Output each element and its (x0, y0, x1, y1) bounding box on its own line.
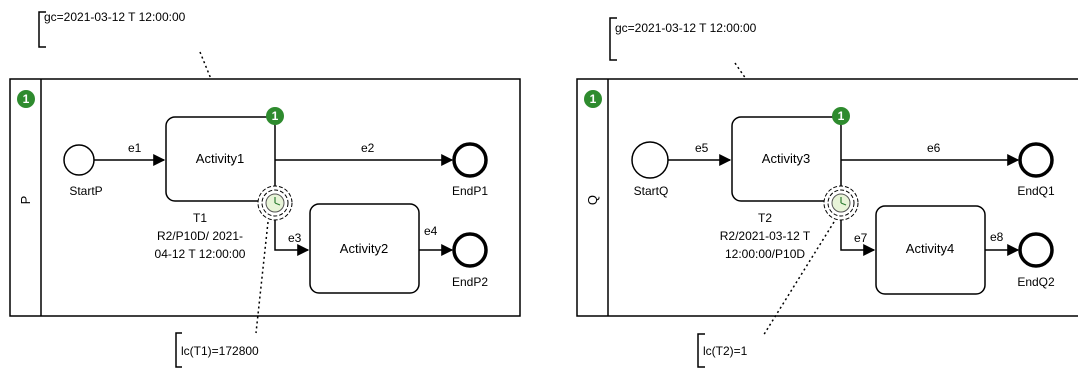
start-event-q-label: StartQ (634, 184, 669, 198)
activity-2[interactable] (309, 203, 420, 294)
start-event-q[interactable] (631, 141, 669, 179)
activity-3-label: Activity3 (762, 151, 810, 166)
pool-p-name: P (18, 196, 33, 205)
activity-2-label: Activity2 (340, 241, 388, 256)
end-event-q1-label: EndQ1 (1017, 184, 1055, 198)
pool-q-border (576, 78, 1078, 317)
svg-text:1: 1 (272, 109, 279, 123)
annotation-lc-q: lc(T2)=1 (697, 333, 748, 368)
edge-e4-label: e4 (424, 224, 438, 238)
svg-text:1: 1 (23, 92, 30, 106)
end-event-q2[interactable] (1018, 232, 1054, 268)
end-event-p2[interactable] (452, 232, 488, 268)
timer-clock-icon[interactable] (257, 185, 293, 221)
association-line (255, 221, 269, 334)
pool-marker-icon: 1 (17, 90, 35, 108)
timer-t2-line1: R2/2021-03-12 T (720, 229, 811, 243)
edge-e5-label: e5 (695, 141, 709, 155)
timer-t2-line2: 12:00:00/P10D (725, 247, 805, 261)
annotation-lc-p-text: lc(T1)=172800 (181, 344, 259, 358)
edge-e3[interactable] (274, 220, 310, 256)
pool-q-name: Q (585, 195, 600, 205)
edge-e8-label: e8 (990, 230, 1004, 244)
edge-e6-label: e6 (927, 141, 941, 155)
start-event-p[interactable] (63, 144, 95, 176)
svg-text:1: 1 (590, 92, 597, 106)
timer-t2-name: T2 (758, 211, 772, 225)
association-line (199, 51, 212, 80)
timer-t1-line1: R2/P10D/ 2021- (157, 229, 243, 243)
activity-marker-icon: 1 (832, 107, 850, 125)
edge-e7[interactable] (840, 220, 876, 256)
association-line (734, 62, 747, 80)
end-event-p2-label: EndP2 (452, 275, 488, 289)
activity-1[interactable] (165, 116, 276, 202)
activity-3[interactable] (731, 116, 842, 202)
end-event-p1-label: EndP1 (452, 184, 488, 198)
association-line (762, 221, 835, 337)
edge-e1-label: e1 (128, 141, 142, 155)
annotation-gc-q: gc=2021-03-12 T 12:00:00 (609, 17, 757, 80)
edge-e2-label: e2 (361, 141, 375, 155)
annotation-lc-p: lc(T1)=172800 (175, 332, 259, 368)
edge-e7-label: e7 (854, 231, 868, 245)
timer-clock-icon[interactable] (823, 185, 859, 221)
activity-1-label: Activity1 (196, 151, 244, 166)
edge-e3-label: e3 (288, 231, 302, 245)
pool-marker-icon: 1 (584, 90, 602, 108)
activity-4-label: Activity4 (906, 241, 954, 256)
start-event-p-label: StartP (69, 184, 102, 198)
end-event-q2-label: EndQ2 (1017, 275, 1055, 289)
end-event-q1[interactable] (1018, 142, 1054, 178)
pool-q: gc=2021-03-12 T 12:00:00 Q 1 StartQ e5 A… (576, 17, 1078, 368)
activity-marker-icon: 1 (266, 107, 284, 125)
annotation-gc-p: gc=2021-03-12 T 12:00:00 (38, 10, 212, 80)
annotation-lc-q-text: lc(T2)=1 (703, 344, 748, 358)
annotation-gc-p-text: gc=2021-03-12 T 12:00:00 (44, 10, 186, 24)
pool-p-border (9, 78, 521, 317)
timer-t1-line2: 04-12 T 12:00:00 (155, 247, 246, 261)
timer-t1-name: T1 (193, 211, 207, 225)
pool-p: gc=2021-03-12 T 12:00:00 P 1 StartP e1 A… (9, 10, 521, 368)
svg-text:1: 1 (838, 109, 845, 123)
annotation-gc-q-text: gc=2021-03-12 T 12:00:00 (615, 21, 757, 35)
end-event-p1[interactable] (452, 142, 488, 178)
